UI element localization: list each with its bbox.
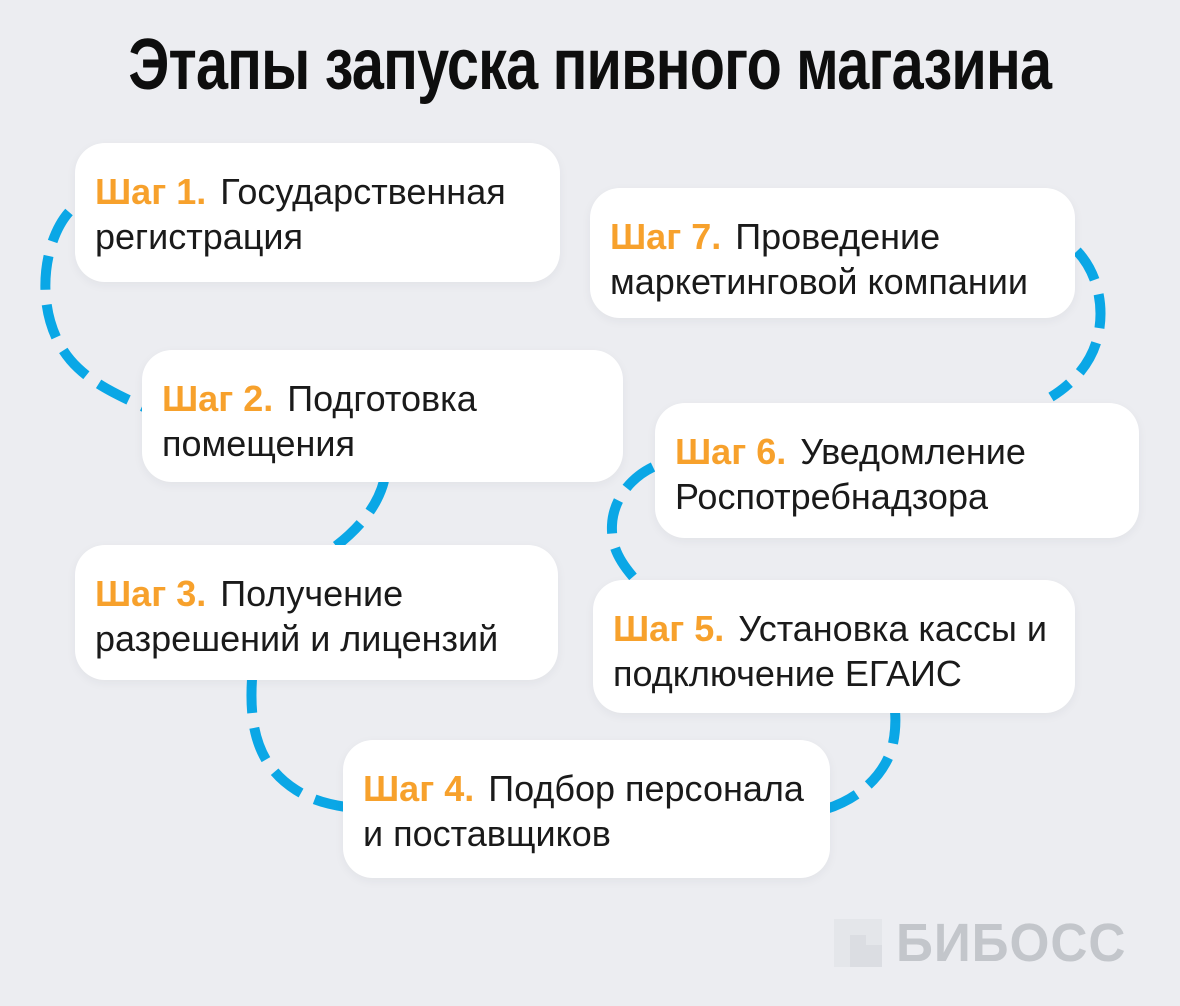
step-6-text2: Роспотребнадзора (675, 476, 988, 517)
step-2-card: Шаг 2. Подготовка помещения (142, 350, 623, 482)
step-2-line1: Шаг 2. Подготовка (162, 376, 603, 421)
step-1-line1: Шаг 1. Государственная (95, 169, 540, 214)
step-3-text1: Получение (220, 573, 404, 614)
step-1-card: Шаг 1. Государственная регистрация (75, 143, 560, 282)
step-2-label: Шаг 2. (162, 378, 274, 419)
step-5-text2: подключение ЕГАИС (613, 653, 962, 694)
step-4-text2: и поставщиков (363, 813, 611, 854)
step-7-text2: маркетинговой компании (610, 261, 1029, 302)
connector-step1-step2 (40, 208, 151, 414)
page-title-text: Этапы запуска пивного магазина (128, 25, 1053, 105)
connector-step6-step7 (1048, 247, 1106, 402)
biboss-logo-text: БИБОСС (895, 913, 1126, 973)
step-6-text1: Уведомление (800, 431, 1026, 472)
connector-step5-step6 (606, 462, 656, 582)
step-2-text1: Подготовка (287, 378, 477, 419)
step-4-label: Шаг 4. (363, 768, 475, 809)
biboss-logo: БИБОСС (833, 912, 1138, 974)
step-5-label: Шаг 5. (613, 608, 725, 649)
connector-step3-step4 (246, 678, 347, 812)
step-4-card: Шаг 4. Подбор персонала и поставщиков (343, 740, 830, 878)
biboss-logo-icon-shape (849, 935, 866, 967)
step-4-text1: Подбор персонала (488, 768, 804, 809)
step-3-card: Шаг 3. Получение разрешений и лицензий (75, 545, 558, 680)
step-7-line1: Шаг 7. Проведение (610, 214, 1055, 259)
step-6-label: Шаг 6. (675, 431, 787, 472)
step-3-label: Шаг 3. (95, 573, 207, 614)
biboss-logo-icon (833, 919, 882, 967)
step-1-label: Шаг 1. (95, 171, 207, 212)
step-3-text2: разрешений и лицензий (95, 618, 499, 659)
step-7-text1: Проведение (735, 216, 941, 257)
step-2-text2: помещения (162, 423, 356, 464)
connector-step4-step5 (824, 710, 901, 814)
step-3-line1: Шаг 3. Получение (95, 571, 538, 616)
biboss-logo-icon-shape (865, 945, 882, 967)
step-5-card: Шаг 5. Установка кассы и подключение ЕГА… (593, 580, 1075, 713)
step-6-card: Шаг 6. Уведомление Роспотребнадзора (655, 403, 1139, 538)
step-7-label: Шаг 7. (610, 216, 722, 257)
step-4-line1: Шаг 4. Подбор персонала (363, 766, 810, 811)
step-5-line1: Шаг 5. Установка кассы и (613, 606, 1055, 651)
step-1-text1: Государственная (220, 171, 506, 212)
step-5-text1: Установка кассы и (738, 608, 1047, 649)
step-7-card: Шаг 7. Проведение маркетинговой компании (590, 188, 1075, 318)
step-1-text2: регистрация (95, 216, 304, 257)
page-title: Этапы запуска пивного магазина (0, 24, 1180, 106)
connector-step2-step3 (332, 479, 389, 550)
step-6-line1: Шаг 6. Уведомление (675, 429, 1119, 474)
